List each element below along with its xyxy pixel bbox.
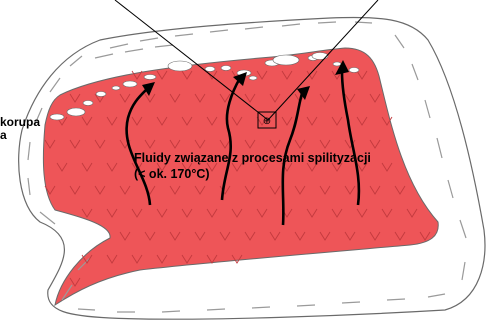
vesicle bbox=[205, 67, 215, 72]
vesicle bbox=[50, 114, 64, 120]
crust-label-line2: a bbox=[0, 129, 40, 142]
vesicle bbox=[312, 53, 328, 60]
vesicle bbox=[333, 62, 341, 66]
vesicle bbox=[96, 92, 106, 97]
vesicle bbox=[67, 108, 85, 116]
crust-label: korupa a bbox=[0, 116, 40, 142]
vesicle bbox=[221, 66, 231, 71]
vesicle bbox=[168, 61, 192, 71]
vesicle bbox=[112, 86, 120, 90]
vesicle bbox=[349, 68, 359, 73]
vesicle bbox=[123, 81, 137, 87]
sample-symbol: ⊕ bbox=[263, 116, 271, 127]
fluid-caption-line2: (< ok. 170°C) bbox=[134, 166, 371, 182]
fluid-caption-line1: Fluidy związane z procesami spilityzacji bbox=[134, 150, 371, 166]
vesicle bbox=[83, 101, 93, 106]
vesicle bbox=[249, 76, 257, 80]
fluid-caption: Fluidy związane z procesami spilityzacji… bbox=[134, 150, 371, 182]
vesicle bbox=[144, 75, 156, 80]
vesicle bbox=[273, 55, 299, 65]
